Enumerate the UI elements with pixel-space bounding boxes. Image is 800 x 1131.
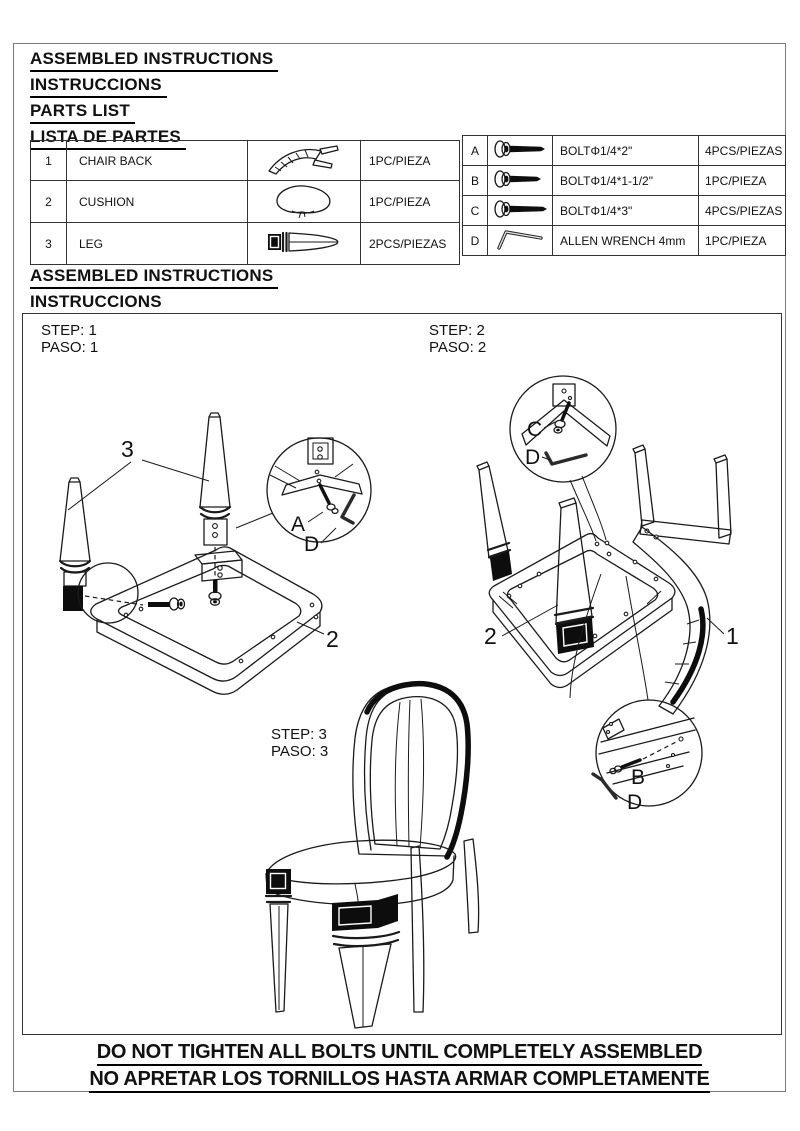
title-parts-list: PARTS LIST (30, 101, 135, 124)
part-name: CUSHION (66, 180, 248, 223)
assembly-diagram-box: STEP: 1 PASO: 1 (22, 313, 782, 1035)
wrench-d-label: D (627, 791, 642, 814)
step2-label: STEP: 2 (429, 322, 485, 339)
hardware-letter: A (462, 135, 488, 166)
title-instrucciones: INSTRUCCIONS (30, 75, 167, 98)
bolt-icon (487, 165, 553, 196)
front-left-leg (264, 869, 293, 1013)
chair-back-icon (247, 140, 361, 181)
assembly-diagram: STEP: 1 PASO: 1 (41, 322, 739, 1029)
warning-line-es: NO APRETAR LOS TORNILLOS HASTA ARMAR COM… (89, 1068, 710, 1093)
part-qty: 1PC/PIEZA (360, 180, 460, 223)
seat-frame (90, 546, 323, 695)
leg-icon (247, 222, 361, 265)
hardware-letter: D (462, 225, 488, 256)
bolt-a-vertical (208, 580, 222, 606)
assembly-header-block: ASSEMBLED INSTRUCTIONS INSTRUCCIONS (30, 266, 279, 318)
seat-leader-line (296, 621, 325, 635)
chair-leg-center (198, 412, 232, 578)
seat-part-label: 2 (484, 623, 497, 649)
attached-leg-far (476, 461, 512, 581)
hardware-letter: B (462, 165, 488, 196)
title-instrucciones-2: INSTRUCCIONS (30, 292, 167, 315)
hardware-row: C BOLTΦ1/4*3" 4PCS/PIEZAS (462, 195, 786, 226)
hardware-qty: 1PC/PIEZA (698, 165, 786, 196)
seat-frame-step2 (488, 532, 676, 689)
parts-row: 2 CUSHION 1PC/PIEZA (30, 180, 460, 223)
step3-paso-label: PASO: 3 (271, 743, 328, 760)
step1-label: STEP: 1 (41, 322, 97, 339)
back-part-label: 1 (726, 623, 739, 649)
hardware-qty: 1PC/PIEZA (698, 225, 786, 256)
allen-wrench (591, 772, 618, 800)
cushion-icon (247, 180, 361, 223)
parts-table: 1 CHAIR BACK 1PC/PIEZA 2 CUSHION (30, 140, 460, 265)
hardware-qty: 4PCS/PIEZAS (698, 135, 786, 166)
hardware-desc: BOLTΦ1/4*1-1/2" (552, 165, 699, 196)
leg-part-label: 3 (121, 436, 134, 462)
title-assembled-instructions-2: ASSEMBLED INSTRUCTIONS (30, 266, 279, 289)
bolt-a-horizontal (148, 597, 186, 611)
hardware-qty: 4PCS/PIEZAS (698, 195, 786, 226)
step2-paso-label: PASO: 2 (429, 339, 486, 356)
step3-label: STEP: 3 (271, 726, 327, 743)
hardware-row: D ALLEN WRENCH 4mm 1PC/PIEZA (462, 225, 786, 256)
wrench-d-label: D (525, 446, 540, 469)
leg-leader-lines (67, 459, 210, 511)
seat-leader-line (501, 604, 559, 637)
back-leader-line (706, 617, 725, 635)
callout-bolt (560, 401, 571, 422)
hardware-desc: BOLTΦ1/4*3" (552, 195, 699, 226)
callout-bolt (620, 758, 642, 769)
callout-bolt (318, 483, 331, 505)
parts-row: 1 CHAIR BACK 1PC/PIEZA (30, 140, 460, 181)
step2-top-callout: C D (509, 375, 617, 547)
allen-wrench-icon (487, 225, 553, 256)
wrench-d-label: D (304, 533, 319, 556)
hardware-table: A BOLTΦ1/4*2" 4PCS/PIEZAS B BOLTΦ1/4 (462, 135, 786, 256)
part-name: LEG (66, 222, 248, 265)
bolt-icon (487, 195, 553, 226)
hardware-letter: C (462, 195, 488, 226)
step2-bottom-callout: B D (569, 573, 703, 814)
seat-part-label: 2 (326, 626, 339, 652)
title-assembled-instructions: ASSEMBLED INSTRUCTIONS (30, 49, 279, 72)
part-name: CHAIR BACK (66, 140, 248, 181)
bolt-c-label: C (527, 418, 542, 441)
step1-callout: A D (235, 437, 372, 556)
allen-wrench (544, 451, 588, 466)
warning-line-en: DO NOT TIGHTEN ALL BOLTS UNTIL COMPLETEL… (96, 1041, 703, 1066)
hardware-row: B BOLTΦ1/4*1-1/2" 1PC/PIEZA (462, 165, 786, 196)
part-number: 3 (30, 222, 67, 265)
corner-block (194, 550, 243, 582)
bolt-a-label: A (291, 513, 305, 536)
part-number: 2 (30, 180, 67, 223)
allen-wrench (340, 493, 356, 525)
warning-block: DO NOT TIGHTEN ALL BOLTS UNTIL COMPLETEL… (13, 1041, 786, 1095)
hardware-desc: ALLEN WRENCH 4mm (552, 225, 699, 256)
front-right-leg (331, 894, 401, 1029)
attached-leg-front (553, 497, 595, 654)
bolt-b-label: B (631, 766, 645, 789)
step2-diagram: STEP: 2 PASO: 2 (429, 322, 739, 814)
part-qty: 1PC/PIEZA (360, 140, 460, 181)
parts-row: 3 LEG 2PCS/PIEZAS (30, 222, 460, 265)
chair-back-part (632, 444, 732, 715)
hardware-desc: BOLTΦ1/4*2" (552, 135, 699, 166)
part-number: 1 (30, 140, 67, 181)
bolt-icon (487, 135, 553, 166)
step3-diagram: STEP: 3 PASO: 3 (264, 680, 480, 1029)
step1-diagram: STEP: 1 PASO: 1 (41, 322, 372, 695)
part-qty: 2PCS/PIEZAS (360, 222, 460, 265)
top-header-block: ASSEMBLED INSTRUCTIONS INSTRUCCIONS PART… (30, 49, 279, 153)
step1-paso-label: PASO: 1 (41, 339, 98, 356)
corner-detail-circle (77, 562, 139, 624)
hardware-row: A BOLTΦ1/4*2" 4PCS/PIEZAS (462, 135, 786, 166)
chair-leg-left (58, 477, 144, 611)
assembled-chair (264, 680, 480, 1029)
